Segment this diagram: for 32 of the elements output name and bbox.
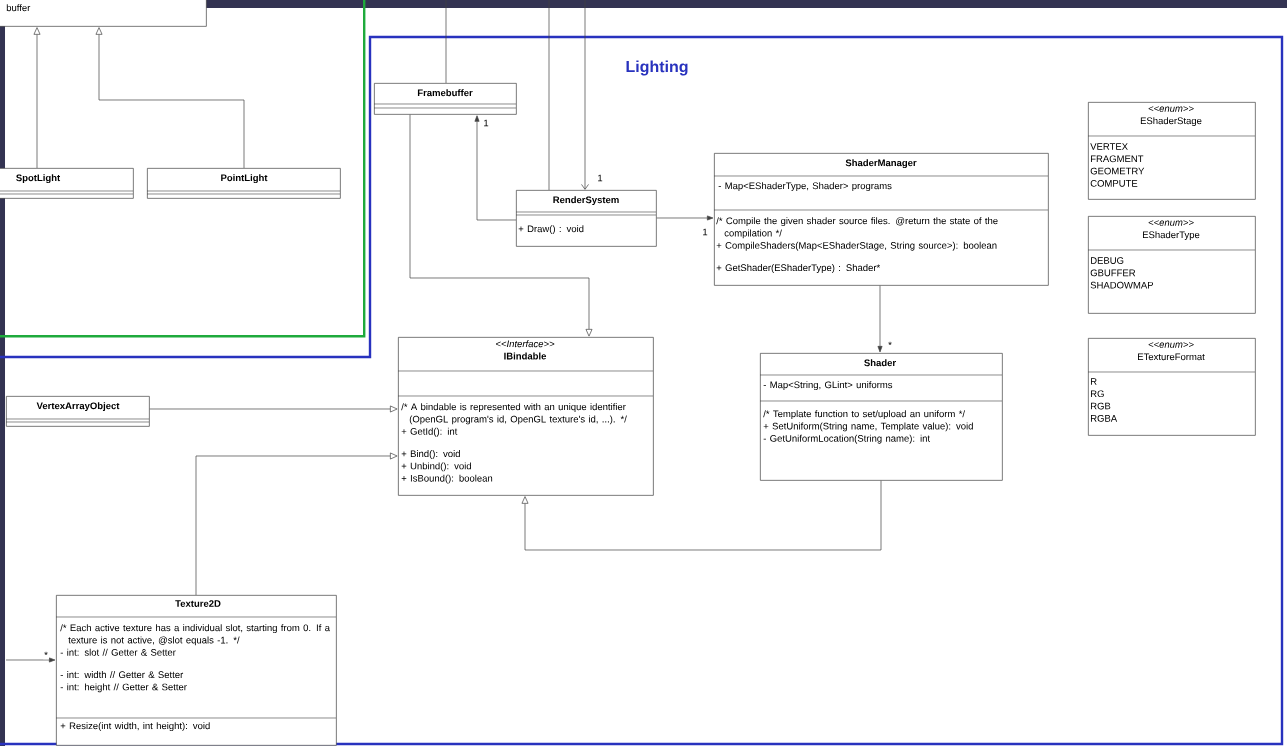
class-box: VertexArrayObject bbox=[5, 396, 150, 427]
inheritance-arrow bbox=[95, 27, 245, 169]
edge-label: * bbox=[887, 340, 893, 350]
class-box: buffer bbox=[0, 0, 207, 27]
inheritance-arrow bbox=[195, 452, 398, 596]
class-box: Shader - Map<String, GLint> uniforms /* Template function to set/upload an uniform */ + SetUniform(String name, Template value): void - GetUniformLocation(String name): int bbox=[759, 353, 1003, 481]
edge-label: 1 bbox=[701, 227, 709, 237]
connector-line bbox=[548, 0, 550, 191]
class-box: Framebuffer bbox=[373, 83, 517, 115]
association-arrow bbox=[474, 115, 517, 221]
inheritance-arrow bbox=[409, 114, 593, 337]
edge-label: 1 bbox=[482, 118, 490, 128]
association-arrow bbox=[656, 215, 714, 221]
enum-box: <<enum>> ETextureFormat R RG RGB RGBA bbox=[1087, 338, 1256, 436]
association-arrow bbox=[581, 0, 589, 190]
class-box: PointLight bbox=[146, 168, 341, 199]
package-frame bbox=[0, 0, 366, 338]
enum-box: <<enum>> EShaderType DEBUG GBUFFER SHADOWMAP bbox=[1087, 216, 1256, 314]
inheritance-arrow bbox=[149, 405, 398, 413]
inheritance-arrow bbox=[521, 480, 882, 551]
class-box: ShaderManager - Map<EShaderType, Shader> programs /* Compile the given shader source files. @return the state of the compilation */ + CompileShaders(Map<EShaderStage, String source>): boolean + GetShader(EShaderType) : Shader* bbox=[713, 153, 1049, 286]
class-box: SpotLight bbox=[0, 168, 134, 199]
enum-box: <<enum>> EShaderStage VERTEX FRAGMENT GEOMETRY COMPUTE bbox=[1087, 102, 1256, 200]
interface-box: <<Interface>> IBindable /* A bindable is represented with an unique identifier (OpenGL program's id, OpenGL texture's id, ...). */ + GetId(): int + Bind(): void + Unbind(): void + IsBound(): boolean bbox=[397, 337, 654, 496]
association-arrow bbox=[877, 285, 883, 353]
class-box: Texture2D /* Each active texture has a individual slot, starting from 0. If a texture is not active, @slot equals -1. */ - int: slot // Getter & Setter - int: width // Getter & Setter - int: height // Getter & Setter + Resize(int width, int height): void bbox=[55, 595, 337, 746]
connector-line bbox=[445, 0, 447, 84]
association-arrow bbox=[5, 657, 56, 663]
class-box: RenderSystem + Draw() : void bbox=[515, 190, 657, 247]
inheritance-arrow bbox=[33, 27, 41, 169]
edge-label: * bbox=[43, 650, 49, 660]
edge-label: 1 bbox=[596, 173, 604, 183]
